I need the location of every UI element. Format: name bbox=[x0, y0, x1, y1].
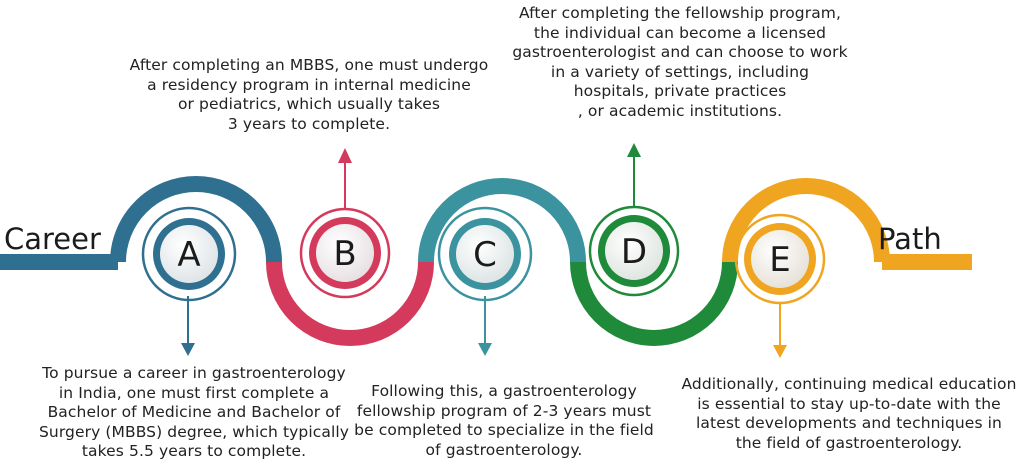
step-d-description: After completing the fellowship program,… bbox=[512, 4, 848, 120]
arrow-down-icon bbox=[773, 345, 787, 358]
ribbon-arc-d bbox=[570, 261, 738, 346]
arrow-down-icon bbox=[478, 343, 492, 356]
ribbon-arc-b bbox=[266, 261, 434, 346]
arrow-down-icon bbox=[181, 343, 195, 356]
step-letter-e: E bbox=[769, 240, 790, 280]
step-d: D bbox=[588, 143, 680, 297]
step-c-description: Following this, a gastroenterology fello… bbox=[354, 382, 654, 459]
label-path: Path bbox=[878, 222, 942, 256]
step-b: B bbox=[299, 148, 391, 299]
step-e: E bbox=[734, 213, 826, 358]
step-b-description: After completing an MBBS, one must under… bbox=[129, 56, 489, 133]
step-letter-d: D bbox=[621, 232, 647, 272]
arrow-up-icon bbox=[627, 143, 641, 157]
step-a: A bbox=[141, 206, 237, 356]
ribbon-arc-e bbox=[722, 178, 890, 263]
step-letter-c: C bbox=[473, 235, 497, 275]
step-c: C bbox=[437, 206, 533, 356]
ribbon-arc-c bbox=[418, 178, 586, 263]
step-a-description: To pursue a career in gastroenterology i… bbox=[38, 364, 350, 461]
step-e-description: Additionally, continuing medical educati… bbox=[681, 375, 1017, 452]
step-letter-b: B bbox=[333, 234, 356, 274]
step-letter-a: A bbox=[177, 235, 200, 275]
label-career: Career bbox=[4, 222, 101, 256]
ribbon-arc-a bbox=[110, 176, 282, 263]
arrow-up-icon bbox=[338, 148, 352, 163]
